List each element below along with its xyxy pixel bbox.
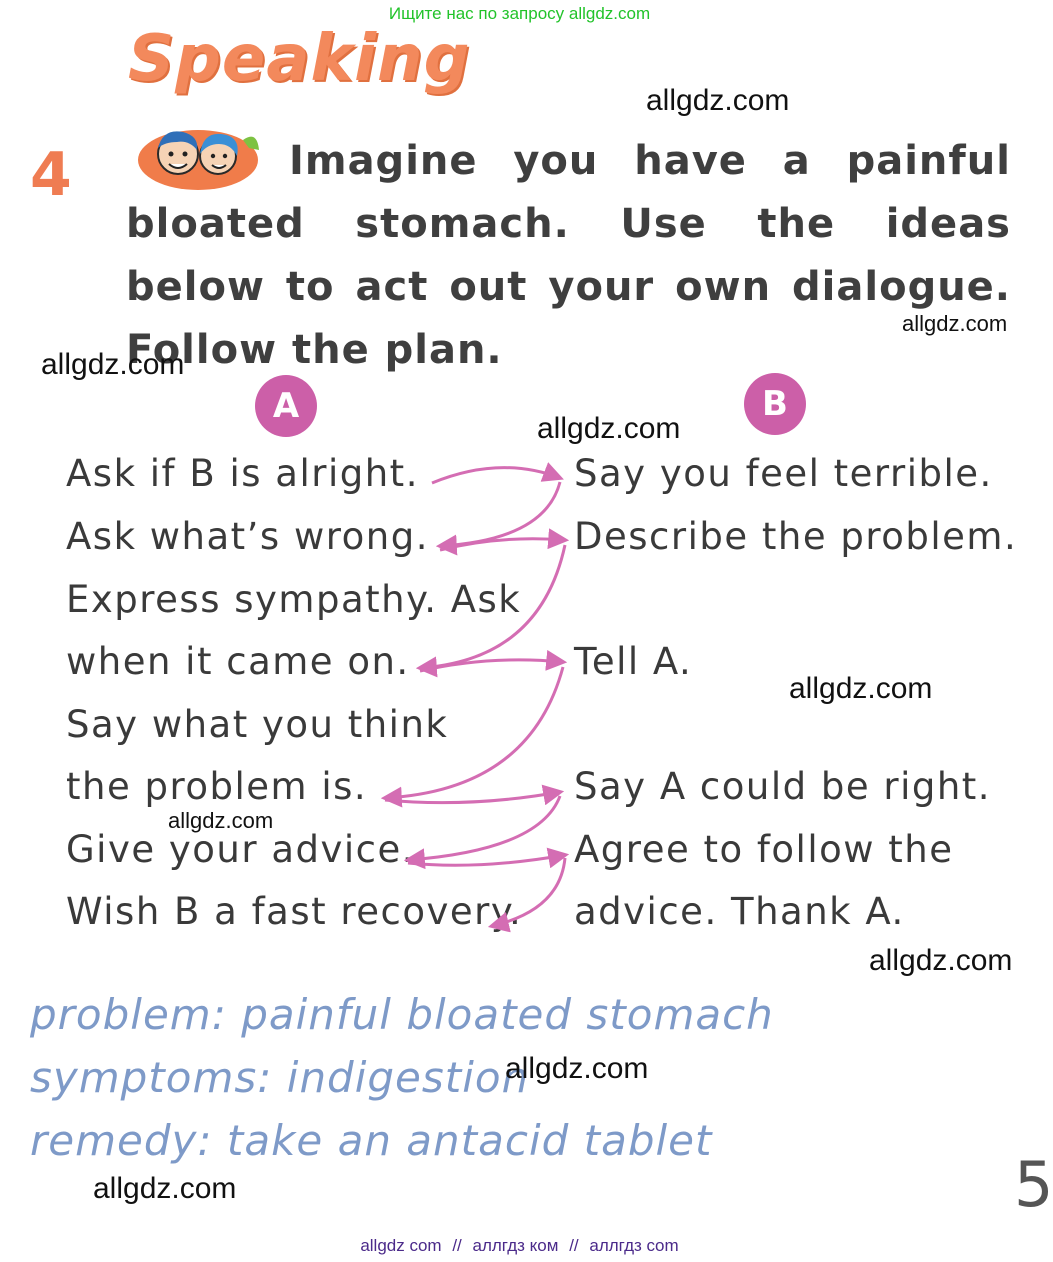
a-line-1: Ask if B is alright. (66, 452, 419, 495)
b-line-5: Agree to follow the (574, 828, 954, 871)
b-line-6: advice. Thank A. (574, 890, 905, 933)
a-line-4: when it came on. (66, 640, 410, 683)
arrow-4 (415, 544, 567, 678)
watermark: allgdz.com (41, 348, 185, 381)
watermark: allgdz.com (646, 84, 790, 117)
footer-link-3[interactable]: аллгдз com (589, 1236, 679, 1255)
idea-remedy: remedy: take an antacid tablet (30, 1116, 713, 1165)
arrow-2 (435, 481, 562, 556)
exercise-number: 4 (30, 140, 72, 210)
arrow-8 (403, 795, 562, 870)
footer-link-1[interactable]: allgdz com (360, 1236, 442, 1255)
speaker-a-badge: A (255, 375, 317, 437)
footer-separator: // (452, 1236, 462, 1255)
b-line-2: Describe the problem. (574, 515, 1018, 558)
a-line-2: Ask what’s wrong. (66, 515, 429, 558)
arrow-5 (419, 649, 568, 673)
page-number: 5 (1014, 1148, 1053, 1221)
b-line-4: Say A could be right. (574, 765, 992, 808)
section-heading: Speaking (128, 22, 471, 96)
two-students-icon (138, 130, 259, 190)
footer: allgdz com // аллгдз ком // аллгдз com (0, 1236, 1039, 1256)
watermark: allgdz.com (168, 808, 274, 833)
arrow-7 (384, 784, 565, 806)
arrow-9 (407, 847, 570, 869)
watermark: allgdz.com (93, 1172, 237, 1205)
a-line-6: the problem is. (66, 765, 368, 808)
a-line-8: Wish B a fast recovery. (66, 890, 523, 933)
footer-link-2[interactable]: аллгдз ком (472, 1236, 559, 1255)
speaker-b-badge: B (744, 373, 806, 435)
idea-problem: problem: painful bloated stomach (30, 990, 774, 1039)
exercise-instruction: Imagine you have a painful bloated stoma… (126, 138, 1011, 373)
watermark: allgdz.com (789, 672, 933, 705)
watermark: allgdz.com (902, 311, 1008, 336)
footer-separator: // (569, 1236, 579, 1255)
idea-symptoms: symptoms: indigestion (30, 1053, 530, 1102)
b-line-3: Tell A. (574, 640, 693, 683)
arrow-1 (431, 462, 564, 485)
top-search-note: Ищите нас по запросу allgdz.com (388, 4, 651, 23)
a-line-5: Say what you think (66, 703, 449, 746)
a-line-7: Give your advice. (66, 828, 416, 871)
watermark: allgdz.com (537, 412, 681, 445)
a-line-3: Express sympathy. Ask (66, 578, 522, 621)
watermark: allgdz.com (869, 944, 1013, 977)
arrow-6 (380, 666, 565, 808)
arrow-10 (487, 857, 567, 933)
b-line-1: Say you feel terrible. (574, 452, 993, 495)
arrow-3 (439, 528, 570, 552)
watermark: allgdz.com (505, 1052, 649, 1085)
